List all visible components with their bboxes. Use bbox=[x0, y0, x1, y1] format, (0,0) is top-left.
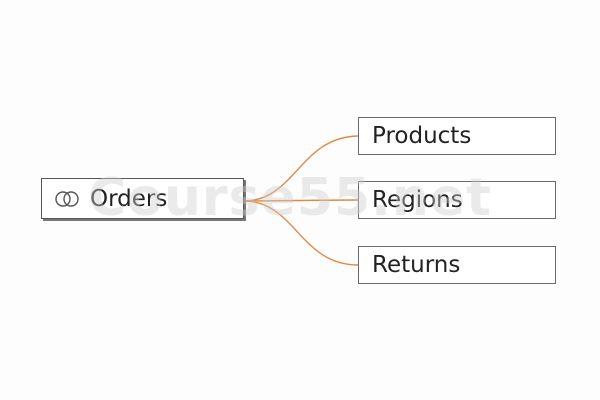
connector-orders-products bbox=[243, 135, 359, 202]
returns-label: Returns bbox=[372, 252, 461, 278]
returns-table-node[interactable]: Returns bbox=[358, 246, 556, 284]
products-label: Products bbox=[372, 123, 472, 149]
orders-table-node[interactable]: Orders bbox=[41, 178, 244, 219]
connector-orders-returns bbox=[243, 200, 359, 266]
relationship-icon bbox=[54, 190, 80, 208]
products-table-node[interactable]: Products bbox=[358, 117, 556, 155]
connector-orders-regions bbox=[243, 199, 359, 202]
regions-table-node[interactable]: Regions bbox=[358, 181, 556, 219]
regions-label: Regions bbox=[372, 187, 463, 213]
orders-label: Orders bbox=[90, 185, 168, 212]
